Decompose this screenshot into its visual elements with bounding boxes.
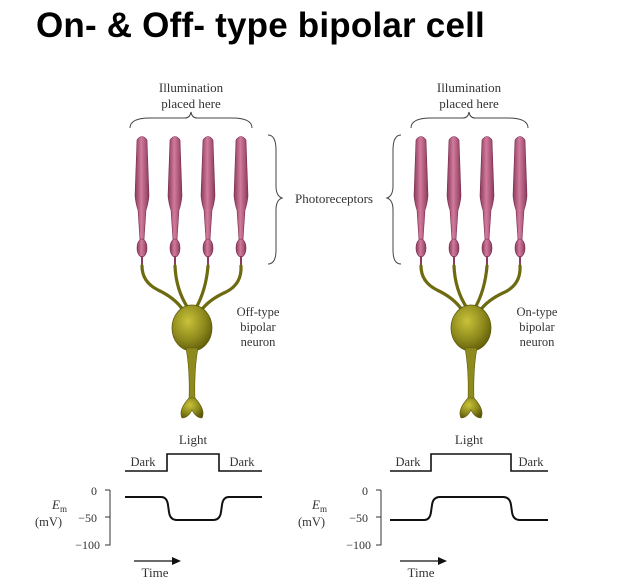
right-illumination-label-line2: placed here bbox=[439, 96, 499, 111]
left-illumination-label-line2: placed here bbox=[161, 96, 221, 111]
right-light-label: Light bbox=[455, 432, 484, 447]
photoreceptor bbox=[134, 136, 150, 266]
left-neuron-label-line3: neuron bbox=[241, 335, 276, 349]
left-tick-0: 0 bbox=[91, 484, 97, 498]
right-em-label: E bbox=[311, 497, 320, 512]
slide-title: On- & Off- type bipolar cell bbox=[36, 6, 485, 45]
right-illumination-brace bbox=[410, 111, 529, 129]
left-neuron-label-line2: bipolar bbox=[240, 320, 276, 334]
right-unit-label: (mV) bbox=[298, 515, 325, 529]
left-em-label: E bbox=[51, 497, 60, 512]
left-unit-label: (mV) bbox=[35, 515, 62, 529]
photoreceptors-braces bbox=[267, 134, 402, 265]
photoreceptor bbox=[233, 136, 249, 266]
left-em-axis-label: Em (mV) bbox=[35, 497, 67, 529]
left-photoreceptor-group bbox=[134, 136, 249, 266]
photoreceptor bbox=[479, 136, 495, 266]
left-panel: Illumination placed here bbox=[35, 80, 280, 580]
right-time-arrow bbox=[400, 557, 447, 565]
right-panel: Illumination placed here bbox=[298, 80, 558, 580]
right-dark-label-after: Dark bbox=[519, 455, 545, 469]
right-y-axis bbox=[376, 489, 382, 546]
left-tick-minus50: −50 bbox=[78, 511, 97, 525]
right-dark-label-before: Dark bbox=[396, 455, 422, 469]
left-illumination-brace bbox=[129, 111, 253, 129]
left-time-arrow bbox=[134, 557, 181, 565]
left-y-axis bbox=[105, 489, 111, 546]
right-photoreceptor-group bbox=[413, 136, 528, 266]
left-tick-minus100: −100 bbox=[75, 538, 100, 552]
right-em-axis-label: Em (mV) bbox=[298, 497, 327, 529]
left-dark-label-after: Dark bbox=[230, 455, 256, 469]
right-illumination-label-line1: Illumination bbox=[437, 80, 502, 95]
right-stimulus-trace bbox=[390, 453, 548, 472]
left-time-label: Time bbox=[142, 565, 169, 580]
left-response-trace bbox=[125, 496, 262, 521]
right-tick-minus50: −50 bbox=[349, 511, 368, 525]
left-dark-label-before: Dark bbox=[131, 455, 157, 469]
left-neuron-label-line1: Off-type bbox=[237, 305, 280, 319]
svg-text:Em: Em bbox=[311, 497, 327, 514]
photoreceptors-label: Photoreceptors bbox=[295, 191, 373, 206]
right-neuron-label-line2: bipolar bbox=[519, 320, 555, 334]
right-tick-0: 0 bbox=[362, 484, 368, 498]
photoreceptor bbox=[200, 136, 216, 266]
left-stimulus-trace bbox=[125, 453, 262, 472]
right-em-subscript: m bbox=[320, 504, 327, 514]
left-bipolar-neuron bbox=[140, 264, 243, 419]
right-time-label: Time bbox=[408, 565, 435, 580]
left-light-label: Light bbox=[179, 432, 208, 447]
right-tick-minus100: −100 bbox=[346, 538, 371, 552]
photoreceptor bbox=[512, 136, 528, 266]
photoreceptor bbox=[167, 136, 183, 266]
right-bipolar-neuron bbox=[419, 264, 522, 419]
photoreceptor bbox=[446, 136, 462, 266]
right-neuron-label-line1: On-type bbox=[517, 305, 558, 319]
right-response-trace bbox=[390, 496, 548, 521]
left-em-subscript: m bbox=[60, 504, 67, 514]
svg-text:Em: Em bbox=[51, 497, 67, 514]
left-illumination-label-line1: Illumination bbox=[159, 80, 224, 95]
right-neuron-label-line3: neuron bbox=[520, 335, 555, 349]
photoreceptor bbox=[413, 136, 429, 266]
